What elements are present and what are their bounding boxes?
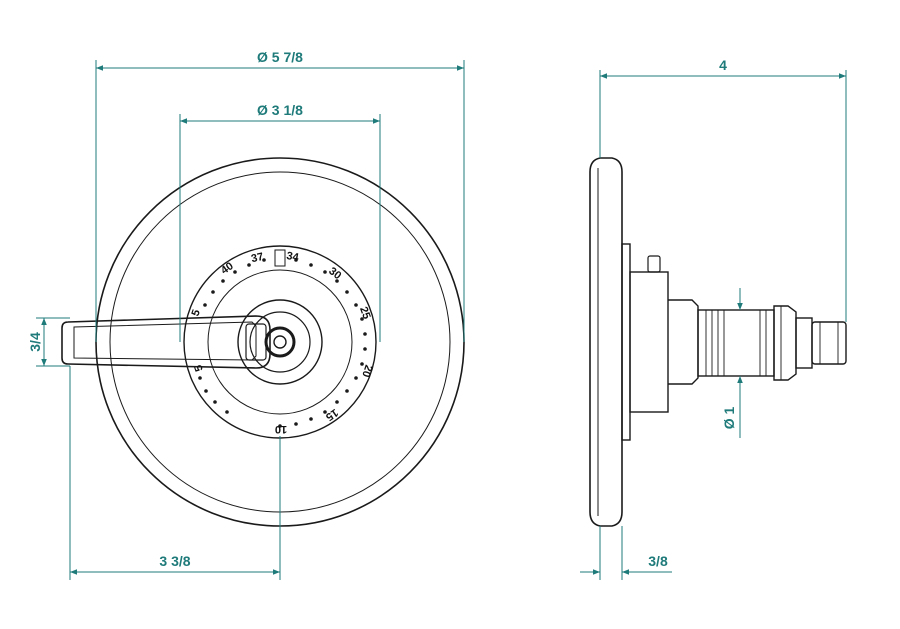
hub-outer bbox=[237, 299, 323, 385]
dial-label-37: 37 bbox=[250, 251, 264, 265]
stem-diameter-label: Ø 1 bbox=[721, 407, 737, 430]
mounting-plate bbox=[621, 243, 631, 441]
stem-threaded bbox=[697, 309, 775, 377]
dial-indicator bbox=[274, 249, 286, 267]
stem-spline bbox=[795, 317, 813, 369]
dial-label-25: 25 bbox=[357, 305, 372, 321]
side-dimensions bbox=[580, 70, 847, 580]
hub-middle bbox=[249, 311, 311, 373]
dial-ring bbox=[183, 245, 377, 439]
dial-label-10: 10 bbox=[275, 423, 287, 435]
dial-label-30: 30 bbox=[326, 265, 343, 282]
front-dimensions bbox=[36, 60, 465, 580]
dial-label-15: 15 bbox=[323, 406, 340, 423]
front-view bbox=[61, 157, 465, 527]
inner-diameter-label: Ø 3 1/8 bbox=[257, 102, 303, 118]
dial-label-34: 34 bbox=[285, 250, 300, 264]
overall-diameter-label: Ø 5 7/8 bbox=[257, 49, 303, 65]
dial-scale: 40 37 34 30 25 20 15 10 5 5 bbox=[189, 250, 374, 435]
valve-neck bbox=[668, 299, 699, 385]
dial-label-40: 40 bbox=[219, 260, 236, 277]
dial-label-20: 20 bbox=[359, 363, 374, 378]
dial-label-5-lower: 5 bbox=[192, 363, 205, 373]
handle-height-label: 3/4 bbox=[27, 332, 43, 352]
dial-inner-ring bbox=[207, 269, 353, 415]
handle-lever bbox=[61, 315, 271, 369]
side-view bbox=[589, 157, 847, 527]
valve-pin bbox=[647, 255, 661, 273]
stem-collar bbox=[773, 305, 797, 381]
dial-label-5-upper: 5 bbox=[189, 308, 202, 318]
plate-depth-label: 3/8 bbox=[648, 553, 668, 569]
handle-offset-label: 3 3/8 bbox=[159, 553, 190, 569]
escutcheon-profile bbox=[589, 157, 623, 527]
stem-tip bbox=[811, 321, 847, 365]
handle-lever-inner bbox=[73, 321, 257, 361]
valve-body bbox=[629, 271, 669, 413]
stem-threads bbox=[705, 310, 767, 376]
dial-ticks bbox=[198, 258, 367, 428]
overall-depth-label: 4 bbox=[719, 57, 727, 73]
handle-clip bbox=[245, 323, 267, 361]
hub-screw bbox=[273, 335, 287, 349]
